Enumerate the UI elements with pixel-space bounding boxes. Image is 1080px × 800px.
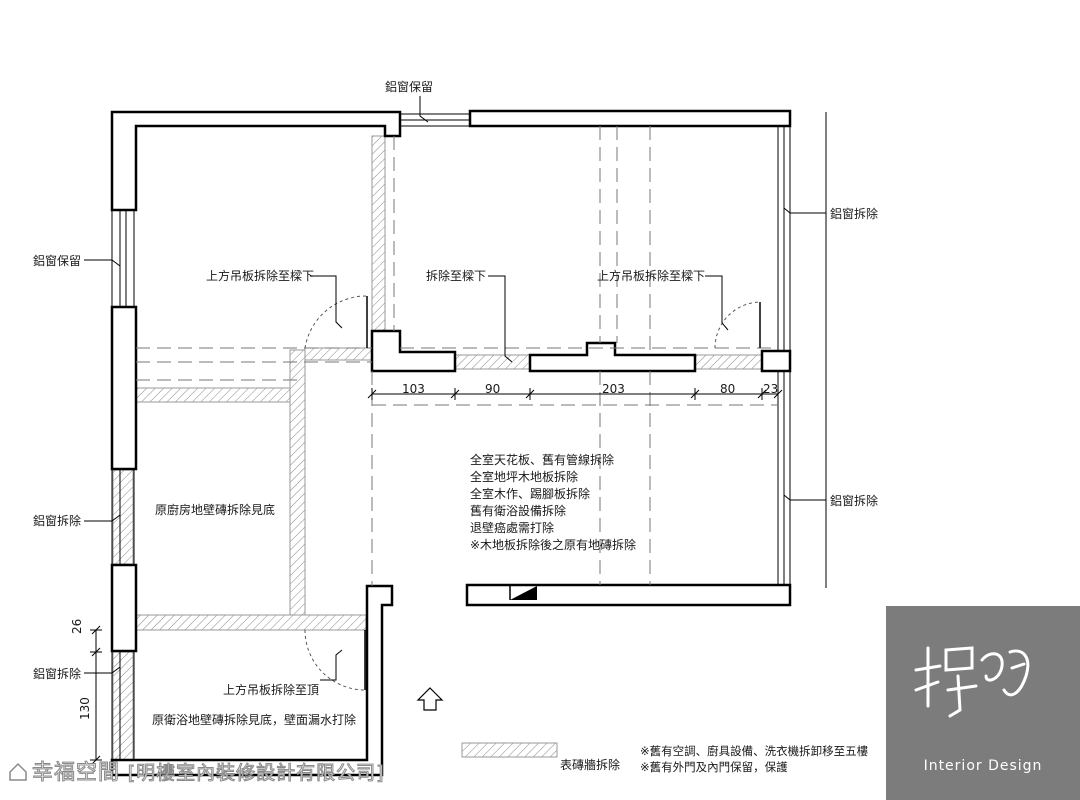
logo-text: Interior Design (923, 758, 1043, 774)
note-line: 全室天花板、舊有管線拆除 (470, 453, 615, 467)
label-window-top-keep: 鋁窗保留 (385, 80, 434, 94)
note-line: ※木地板拆除後之原有地磚拆除 (470, 538, 637, 552)
label-window-right-bottom-remove: 鋁窗拆除 (830, 494, 879, 508)
label-bath: 原衛浴地壁磚拆除見底，壁面漏水打除 (152, 713, 357, 727)
hatch-wall-corridor-mid (454, 354, 531, 370)
wall-right-stub (760, 349, 792, 373)
dim-130: 130 (78, 697, 92, 720)
hatch-wall-bath-top (135, 614, 367, 631)
dimension-line-horizontal (367, 388, 783, 400)
watermark: 幸福空間 [明樓室內裝修設計有限公司] (8, 756, 385, 786)
door-swing-left (304, 295, 368, 349)
note-line: 舊有衛浴設備拆除 (470, 504, 567, 518)
label-ceiling-mid: 拆除至樑下 (426, 269, 487, 283)
windows (111, 113, 791, 761)
window-left-upper (111, 209, 135, 308)
label-ceiling-right: 上方吊板拆除至樑下 (597, 269, 706, 283)
watermark-brand: 幸福空間 (32, 760, 120, 785)
dim-90: 90 (485, 382, 501, 396)
wall-bottom-bath (110, 584, 394, 777)
up-arrow-icon (416, 687, 444, 711)
hatch-wall-kitchen-right (289, 349, 306, 616)
label-kitchen: 原廚房地壁磚拆除見底 (155, 503, 276, 517)
logo-glyph-overlay (914, 646, 1030, 718)
demolition-notes: 全室天花板、舊有管線拆除 全室地坪木地板拆除 全室木作、踢腳板拆除 舊有衛浴設備… (470, 452, 636, 554)
door-swing-right (714, 301, 761, 349)
exterior-walls (110, 109, 792, 777)
hatch-window-left-mid (112, 469, 134, 565)
hatch-wall-corridor-left (304, 347, 373, 361)
dimension-line-vertical (90, 625, 102, 765)
label-window-right-top-remove: 鋁窗拆除 (830, 207, 879, 221)
window-left-bottom (111, 650, 135, 761)
column-fill (510, 586, 537, 600)
wall-left-mid (110, 563, 138, 653)
bottom-notes: ※舊有空調、廚具設備、洗衣機拆卸移至五樓 ※舊有外門及內門保留，保護 (640, 743, 868, 775)
door-swing-bath (304, 629, 366, 691)
wall-top-right (468, 109, 792, 128)
label-brick-wall: 表磚牆拆除 (560, 758, 621, 772)
house-icon (9, 762, 27, 781)
label-ceiling-bath: 上方吊板拆除至頂 (223, 683, 320, 697)
label-window-left-mid-remove: 鋁窗拆除 (33, 514, 82, 528)
doors (304, 295, 761, 691)
dim-23: 23 (763, 382, 779, 396)
hatch-brick-wall-bottom (461, 742, 558, 758)
logo: Interior Design (886, 606, 1080, 800)
label-window-left-bottom-remove: 鋁窗拆除 (33, 667, 82, 681)
dim-203: 203 (602, 382, 625, 396)
wall-partition-left (370, 329, 457, 373)
note-line: 全室木作、踢腳板拆除 (470, 487, 591, 501)
hatch-wall-corridor-right (694, 354, 763, 370)
bottom-note-line: ※舊有空調、廚具設備、洗衣機拆卸移至五樓 (640, 744, 869, 758)
wall-bottom-right (465, 583, 792, 607)
wall-top-left (110, 110, 402, 212)
watermark-company: [明樓室內裝修設計有限公司] (127, 762, 385, 785)
window-left-mid (111, 468, 135, 566)
dim-103: 103 (402, 382, 425, 396)
note-line: 全室地坪木地板拆除 (470, 470, 579, 484)
leader-lines (84, 96, 827, 681)
hatch-window-left-bottom (112, 651, 134, 761)
wall-partition-right (528, 341, 697, 373)
label-window-left-keep: 鋁窗保留 (33, 254, 82, 268)
wall-left-upper (110, 305, 138, 471)
label-ceiling-left: 上方吊板拆除至樑下 (206, 269, 315, 283)
note-line: 退壁癌處需打除 (470, 521, 555, 535)
hatch-wall-kitchen-top (135, 387, 291, 403)
bottom-note-line: ※舊有外門及內門保留，保護 (640, 760, 788, 774)
hatched-walls (112, 135, 763, 761)
dim-80: 80 (720, 382, 736, 396)
dim-26: 26 (70, 618, 84, 634)
hatch-wall-vertical-upper (371, 135, 386, 349)
